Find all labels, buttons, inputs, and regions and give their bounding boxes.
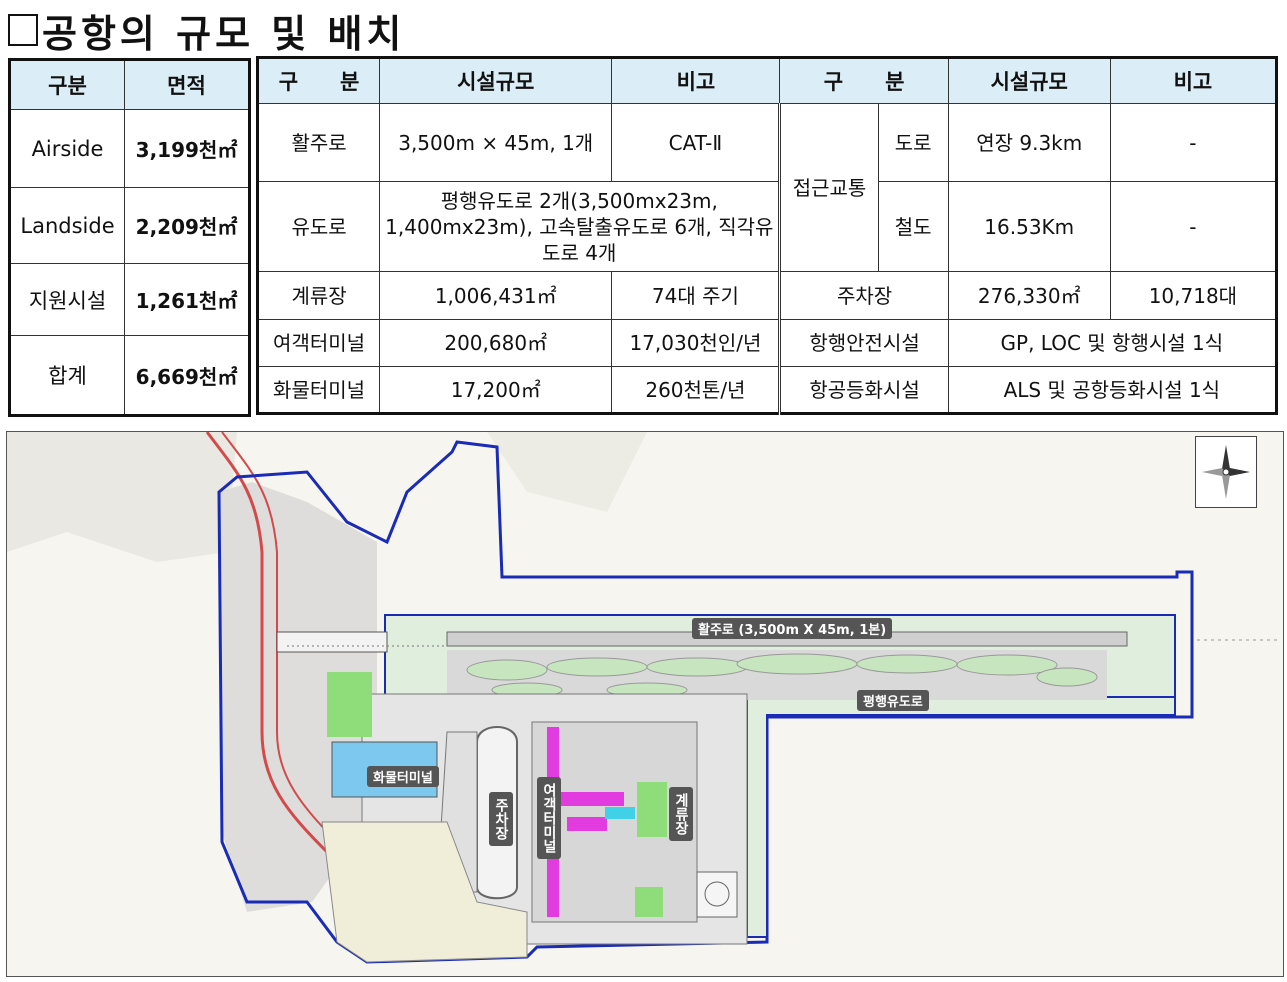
access-group: 접근교통: [778, 103, 879, 272]
green-area: [635, 887, 663, 917]
facility-name: 유도로: [256, 181, 381, 272]
right-facility-name: 항행안전시설: [778, 319, 949, 367]
area-name: 합계: [9, 335, 125, 416]
page-title: 공항의 규모 및 배치: [8, 4, 405, 56]
access-road: [205, 432, 369, 903]
facility-name: 여객터미널: [256, 319, 381, 367]
table-row: Landside 2,209천㎡: [9, 187, 250, 264]
passenger-terminal-label: 여객터미널: [537, 777, 561, 859]
facility-note: 260천톤/년: [611, 366, 781, 414]
area-value: 6,669천㎡: [124, 335, 250, 416]
right-facility-note: 10,718대: [1109, 271, 1278, 320]
facility-name: 계류장: [256, 271, 381, 320]
area-value: 2,209천㎡: [124, 187, 250, 264]
header-note: 비고: [611, 57, 781, 104]
access-note: -: [1109, 103, 1278, 182]
runway-label: 활주로 (3,500m X 45m, 1본): [692, 618, 893, 639]
access-size: 연장 9.3km: [947, 103, 1111, 182]
runway-extension: [276, 631, 388, 653]
table-row: 유도로 평행유도로 2개(3,500mx23m, 1,400mx23m), 고속…: [256, 181, 1278, 272]
facility-name: 활주로: [256, 103, 381, 182]
facility-note: 74대 주기: [611, 271, 781, 320]
green-area: [637, 782, 667, 837]
table-row: 계류장 1,006,431㎡ 74대 주기 주차장 276,330㎡ 10,71…: [256, 271, 1278, 320]
right-facility-size: 276,330㎡: [947, 271, 1111, 320]
table-row: 합계 6,669천㎡: [9, 335, 250, 416]
area-header-category: 구분: [9, 59, 125, 110]
header-size: 시설규모: [379, 57, 613, 104]
apron-label: 계류장: [669, 787, 693, 841]
area-table: 구분 면적 Airside 3,199천㎡ Landside 2,209천㎡ 지…: [8, 58, 251, 417]
header-category: 구 분: [256, 57, 381, 104]
passenger-terminal-concourse: [559, 792, 624, 806]
title-text: 공항의 규모 및 배치: [42, 11, 406, 56]
control-building: [696, 871, 738, 918]
cargo-terminal-label: 화물터미널: [367, 766, 439, 787]
site-boundary: [217, 440, 1194, 964]
area-header-area: 면적: [124, 59, 250, 110]
passenger-terminal-concourse: [567, 817, 607, 831]
right-facility-size: ALS 및 공항등화시설 1식: [947, 366, 1278, 414]
facility-size: 17,200㎡: [379, 366, 613, 414]
north-arrow: [1195, 436, 1257, 508]
access-note: -: [1109, 181, 1278, 272]
table-row: 활주로 3,500m × 45m, 1개 CAT-Ⅱ 접근교통 도로 연장 9.…: [256, 103, 1278, 272]
area-name: Airside: [9, 109, 125, 188]
terrain-area: [7, 432, 237, 562]
facility-size: 200,680㎡: [379, 319, 613, 367]
table-row: 지원시설 1,261천㎡: [9, 263, 250, 336]
terrain-area: [487, 432, 647, 512]
landside-area: [219, 482, 377, 912]
header-size-right: 시설규모: [947, 57, 1111, 104]
facility-table: 구 분 시설규모 비고 구 분 시설규모 비고 활주로 3,500m × 45m…: [256, 56, 1278, 415]
header-category-right: 구 분: [779, 57, 949, 104]
taxiway-label: 평행유도로: [857, 690, 929, 711]
area-value: 3,199천㎡: [124, 109, 250, 188]
facility-note: 17,030천인/년: [611, 319, 781, 367]
access-size: 16.53Km: [947, 181, 1111, 272]
compass-icon: [1202, 445, 1250, 499]
facility-size: 평행유도로 2개(3,500mx23m, 1,400mx23m), 고속탈출유도…: [379, 181, 781, 272]
green-area: [327, 672, 372, 737]
support-facility-area: [321, 821, 528, 963]
control-tower: [704, 881, 730, 907]
facility-name: 화물터미널: [256, 366, 381, 414]
access-name: 철도: [877, 181, 949, 272]
parking-label: 주차장: [489, 792, 513, 846]
header-note-right: 비고: [1109, 57, 1278, 104]
facility-table-header: 구 분 시설규모 비고 구 분 시설규모 비고: [256, 57, 1278, 104]
area-name: 지원시설: [9, 263, 125, 336]
area-value: 1,261천㎡: [124, 263, 250, 336]
right-facility-size: GP, LOC 및 항행시설 1식: [947, 319, 1278, 367]
airport-layout-drawing: [7, 432, 1283, 976]
area-table-header: 구분 면적: [9, 59, 250, 110]
right-facility-name: 주차장: [778, 271, 949, 320]
area-name: Landside: [9, 187, 125, 264]
table-row: 화물터미널 17,200㎡ 260천톤/년 항공등화시설 ALS 및 공항등화시…: [256, 366, 1278, 414]
right-facility-name: 항공등화시설: [778, 366, 949, 414]
access-name: 도로: [877, 103, 949, 182]
facility-note: CAT-Ⅱ: [611, 103, 781, 182]
table-row: 여객터미널 200,680㎡ 17,030천인/년 항행안전시설 GP, LOC…: [256, 319, 1278, 367]
airport-layout-map: 활주로 (3,500m X 45m, 1본) 평행유도로 화물터미널 주차장 여…: [6, 431, 1284, 977]
facility-size: 3,500m × 45m, 1개: [379, 103, 613, 182]
title-checkbox-glyph: [8, 14, 38, 46]
facility-size: 1,006,431㎡: [379, 271, 613, 320]
terminal-annex: [605, 807, 635, 819]
table-row: Airside 3,199천㎡: [9, 109, 250, 188]
